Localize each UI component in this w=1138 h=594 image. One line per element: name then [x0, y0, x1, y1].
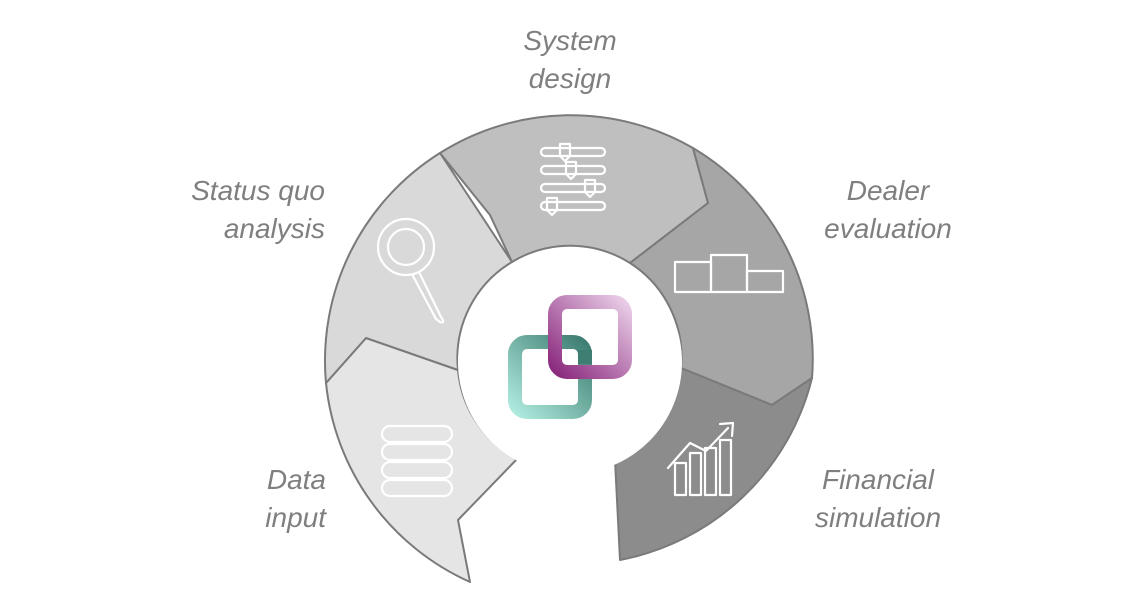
- magnifier-icon: [376, 217, 445, 324]
- center-hub: [458, 250, 682, 474]
- segment-dealer-evaluation: [629, 147, 814, 406]
- label-status-quo-analysis: Status quo analysis: [191, 175, 325, 244]
- database-icon: [380, 424, 454, 498]
- label-data-input: Data input: [265, 464, 326, 533]
- label-dealer-evaluation: Dealer evaluation: [824, 175, 952, 244]
- podium-icon: [673, 253, 785, 294]
- label-system-design: System design: [523, 25, 617, 94]
- label-financial-simulation: Financial simulation: [814, 464, 942, 533]
- interlocked-squares-logo: [508, 295, 632, 419]
- segment-status-quo: [324, 152, 513, 384]
- sliders-icon: [539, 142, 607, 217]
- growth-chart-icon: [666, 421, 735, 497]
